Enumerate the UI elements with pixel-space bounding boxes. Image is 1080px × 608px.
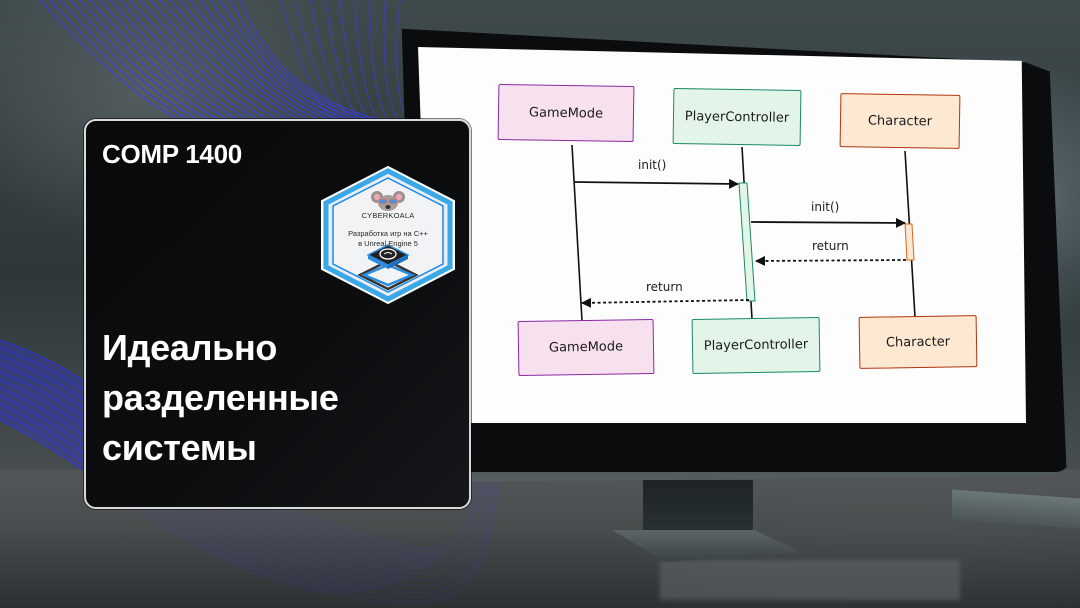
sequence-diagram: GameMode PlayerController Character Game… — [418, 47, 1026, 423]
lesson-title-line-3: системы — [102, 427, 257, 468]
participant-playercontroller-bottom: PlayerController — [691, 316, 821, 375]
participant-label: GameMode — [548, 339, 624, 356]
lesson-title-line-2: разделенные — [102, 377, 339, 418]
message-label-return-1: return — [812, 239, 849, 253]
participant-playercontroller-top: PlayerController — [672, 87, 802, 147]
unreal-engine-platform-icon — [357, 244, 419, 291]
participant-label: Character — [867, 112, 933, 130]
badge-course-line-2: в Unreal Engine 5 — [358, 239, 418, 248]
participant-character-bottom: Character — [858, 315, 978, 369]
lesson-title: Идеально разделенные системы — [102, 323, 339, 473]
koala-mascot-icon — [371, 191, 405, 211]
participant-gamemode-bottom: GameMode — [517, 318, 655, 377]
badge-brand: CYBERKOALA — [361, 211, 415, 220]
course-code: COMP 1400 — [102, 139, 242, 169]
message-label-return-2: return — [646, 280, 683, 294]
hexagon-badge-frame — [321, 165, 455, 305]
lesson-title-line-1: Идеально — [102, 327, 278, 368]
participant-label: GameMode — [528, 104, 604, 122]
participant-label: PlayerController — [684, 108, 790, 126]
message-label-init-2: init() — [811, 200, 840, 214]
sequence-diagram-lines — [571, 144, 916, 322]
participant-character-top: Character — [839, 93, 961, 149]
course-badge: CYBERKOALA Разработка игр на C++ в Unrea… — [318, 165, 458, 305]
participant-label: PlayerController — [703, 337, 809, 354]
message-label-init-1: init() — [638, 158, 667, 172]
participant-gamemode-top: GameMode — [497, 83, 635, 143]
course-card: COMP 1400 — [84, 119, 471, 509]
badge-course-title: Разработка игр на C++ в Unreal Engine 5 — [318, 229, 458, 249]
badge-course-line-1: Разработка игр на C++ — [348, 229, 428, 238]
keyboard — [660, 560, 960, 600]
participant-label: Character — [885, 333, 951, 351]
